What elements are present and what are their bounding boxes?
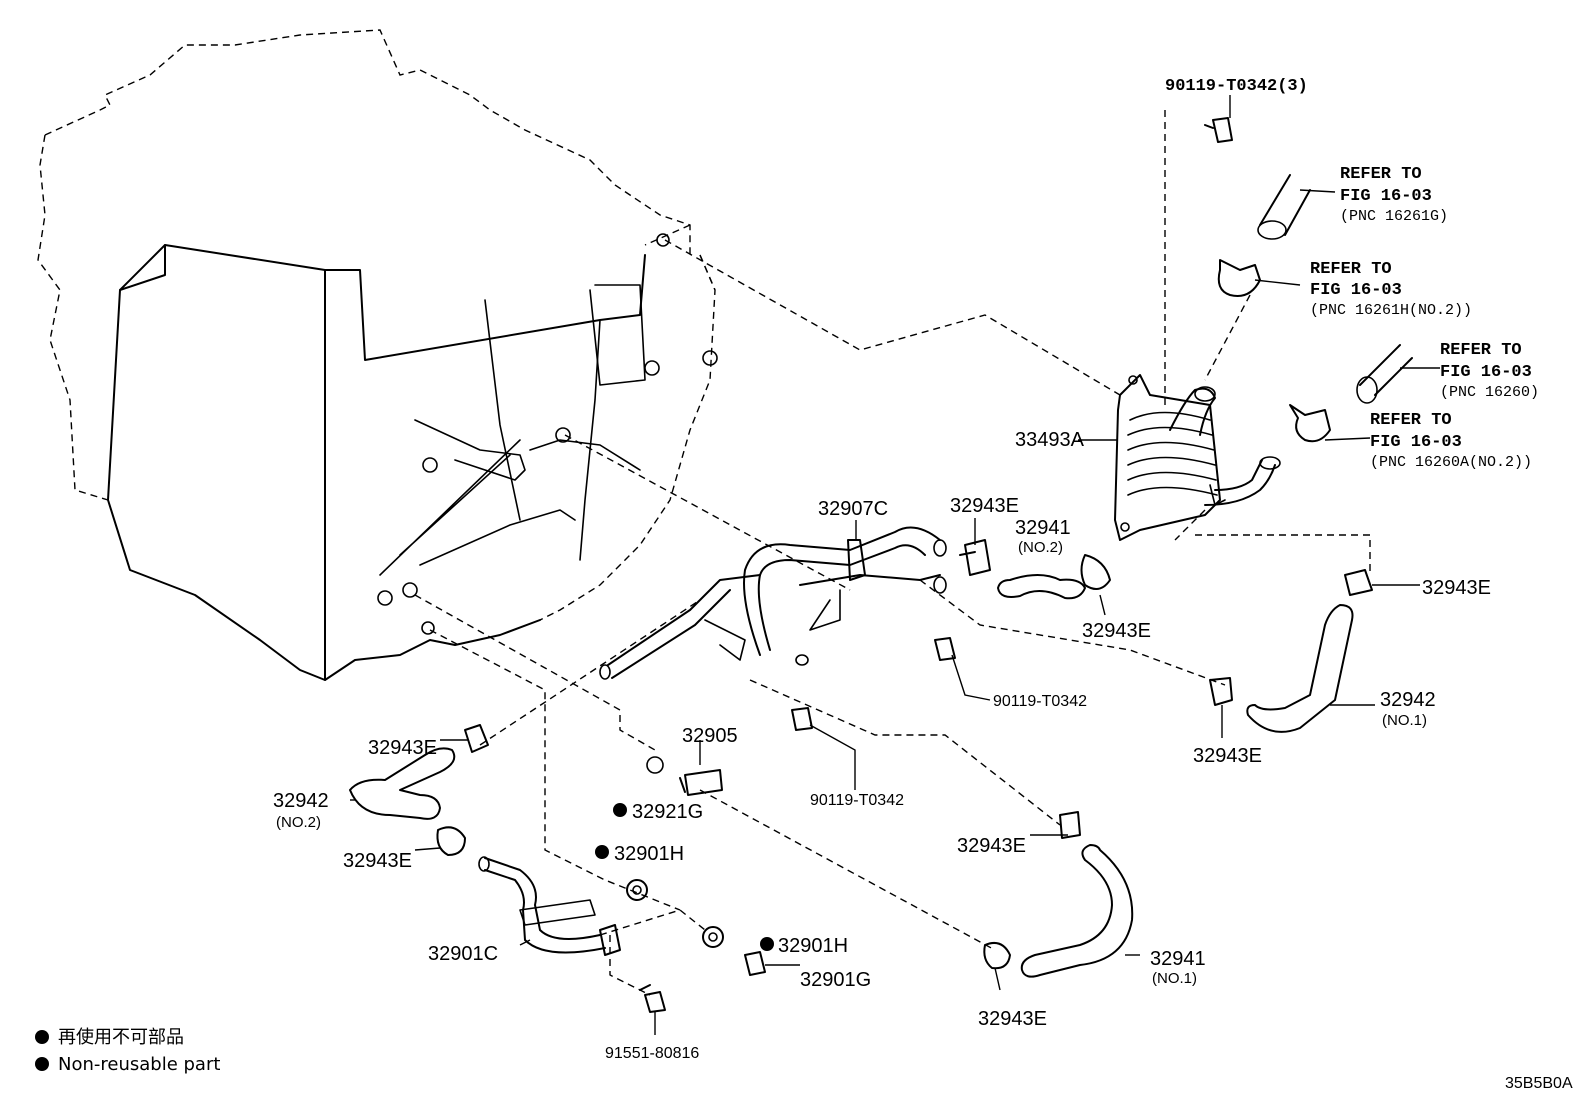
refer-line[interactable]: FIG 16-03 — [1440, 363, 1532, 382]
o-ring-32921G — [646, 756, 664, 774]
small-parts — [626, 117, 1233, 1013]
clamp-icon — [1344, 569, 1373, 596]
callout-32942[interactable]: 32942 — [1380, 689, 1436, 711]
refer-line: REFER TO — [1310, 260, 1392, 279]
refer-pnc: (PNC 16260) — [1440, 384, 1539, 401]
callout-91551-80816[interactable]: 91551-80816 — [605, 1045, 699, 1062]
bolt-hole — [644, 360, 660, 376]
refer-pnc: (PNC 16261H(NO.2)) — [1310, 302, 1472, 319]
refer-line[interactable]: FIG 16-03 — [1370, 433, 1462, 452]
hose-32942-no2 — [349, 747, 456, 820]
callout-32943E[interactable]: 32943E — [343, 850, 412, 872]
clamp-icon — [1209, 677, 1233, 706]
diagram-code: 35B5B0A — [1505, 1075, 1573, 1092]
callout-32942[interactable]: 32942 — [273, 790, 329, 812]
sensor-32905 — [679, 769, 723, 796]
callout-32901G[interactable]: 32901G — [800, 969, 871, 991]
callout-sub: (NO.1) — [1152, 970, 1197, 987]
callout-32921G[interactable]: 32921G — [632, 801, 703, 823]
callout-32907C[interactable]: 32907C — [818, 498, 888, 520]
refer-line[interactable]: FIG 16-03 — [1310, 281, 1402, 300]
hose-32941-no2 — [997, 574, 1086, 600]
bolt-hole — [555, 427, 571, 443]
leader-lines — [350, 95, 1440, 1035]
refer-notes: REFER TO FIG 16-03 (PNC 16261G) REFER TO… — [1310, 165, 1539, 471]
callout-sub: (NO.2) — [276, 814, 321, 831]
callout-32943E[interactable]: 32943E — [368, 737, 437, 759]
gasket-32901H-b — [702, 926, 724, 948]
bolt-hole — [422, 457, 438, 473]
clamp-icon — [959, 539, 991, 576]
callout-sub: (NO.2) — [1018, 539, 1063, 556]
legend-marker-icon — [35, 1030, 49, 1044]
callout-32943E[interactable]: 32943E — [1422, 577, 1491, 599]
hoses — [349, 574, 1354, 978]
clamp-icon — [1080, 554, 1111, 590]
callout-32943E[interactable]: 32943E — [1193, 745, 1262, 767]
refer-line[interactable]: FIG 16-03 — [1340, 187, 1432, 206]
assembly-lines — [414, 110, 1371, 996]
oil-cooler-33493A — [1114, 374, 1281, 541]
callout-32901H[interactable]: 32901H — [778, 935, 848, 957]
callout-32943E[interactable]: 32943E — [1082, 620, 1151, 642]
clamp-icon — [436, 826, 466, 856]
callout-32943E[interactable]: 32943E — [978, 1008, 1047, 1030]
refer-line: REFER TO — [1370, 411, 1452, 430]
callout-sub: (NO.1) — [1382, 712, 1427, 729]
clamp-icon — [464, 724, 489, 753]
legend: 再使用不可部品 Non-reusable part — [58, 1027, 220, 1075]
callout-32901H[interactable]: 32901H — [614, 843, 684, 865]
bolt-90119-T0342-3 — [1204, 117, 1233, 143]
legend-marker-icon — [35, 1057, 49, 1071]
callout-labels: 90119-T0342(3) 33493A 32907C 32943E 3294… — [273, 77, 1491, 1062]
callout-32943E[interactable]: 32943E — [957, 835, 1026, 857]
callout-90119-T0342[interactable]: 90119-T0342 — [810, 792, 904, 809]
bolt-90119-T0342-b — [791, 707, 813, 731]
hose-32942-no1 — [1246, 604, 1354, 733]
callout-32941[interactable]: 32941 — [1150, 948, 1206, 970]
bolt-90119-T0342-a — [934, 637, 956, 661]
bolt-hole — [421, 621, 435, 635]
bolt-hole — [656, 233, 670, 247]
callout-32943E[interactable]: 32943E — [950, 495, 1019, 517]
refer-line: REFER TO — [1440, 341, 1522, 360]
hose-32941-no1 — [1020, 844, 1134, 978]
pipe-32901C — [478, 856, 621, 956]
clamp-icon — [1059, 811, 1081, 839]
callout-32901C[interactable]: 32901C — [428, 943, 498, 965]
non-reusable-marker-icon — [595, 845, 609, 859]
transmission-housing — [37, 29, 718, 681]
bolt-hole — [402, 582, 418, 598]
clamp-icon — [983, 942, 1011, 970]
legend-jp: 再使用不可部品 — [58, 1027, 184, 1048]
refer-line: REFER TO — [1340, 165, 1422, 184]
bolt-hole — [702, 350, 718, 366]
legend-en: Non-reusable part — [58, 1054, 220, 1075]
callout-32941[interactable]: 32941 — [1015, 517, 1071, 539]
non-reusable-markers — [35, 803, 774, 1071]
callout-33493A[interactable]: 33493A — [1015, 429, 1085, 451]
non-reusable-marker-icon — [760, 937, 774, 951]
non-reusable-marker-icon — [613, 803, 627, 817]
bolt-91551-80816 — [639, 984, 666, 1013]
hose-32907C — [599, 526, 947, 680]
bolt-32901G — [744, 951, 766, 976]
refer-pnc: (PNC 16260A(NO.2)) — [1370, 454, 1532, 471]
callout-90119-T0342[interactable]: 90119-T0342 — [993, 693, 1087, 710]
bolt-hole — [377, 590, 393, 606]
referenced-parts — [1217, 174, 1413, 443]
callout-90119-T0342-3[interactable]: 90119-T0342(3) — [1165, 77, 1308, 96]
clamps — [436, 539, 1373, 970]
refer-pnc: (PNC 16261G) — [1340, 208, 1448, 225]
gasket-32901H-a — [626, 879, 648, 901]
callout-32905[interactable]: 32905 — [682, 725, 738, 747]
